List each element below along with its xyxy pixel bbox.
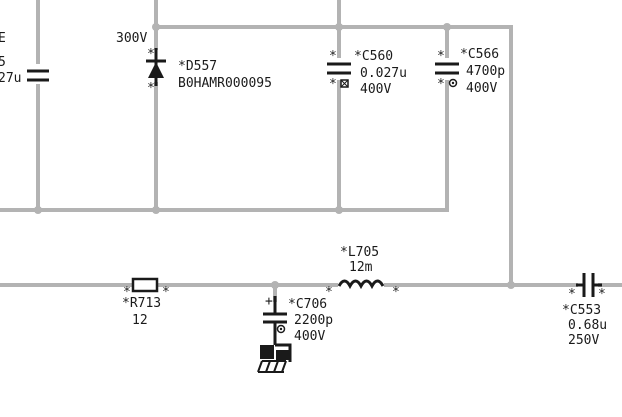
capacitor-c706 [263,296,287,345]
junction-dot [34,206,42,214]
pin-marker: * [392,285,400,300]
r713-value-label: 12 [132,313,148,328]
pin-marker: * [568,287,576,302]
capacitor-left [26,64,50,84]
polarity-marker: + [265,294,273,309]
resistor-r713 [131,277,159,293]
d557-part-label: B0HAMR000095 [178,76,272,91]
c553-ref-label: *C553 [562,303,601,318]
c553-value-label: 0.68u [568,318,607,333]
junction-dot [507,281,515,289]
pin-marker: * [123,285,131,300]
c566-value-label: 4700p [466,64,505,79]
pin-marker: * [147,47,155,62]
pin-marker: * [147,81,155,96]
left-fragment-label: 27u [0,71,21,86]
capacitor-c566 [434,58,460,88]
pin-marker: * [329,49,337,64]
wires [0,0,622,302]
d557-ref-label: *D557 [178,59,217,74]
left-fragment-label: E [0,31,6,46]
l705-ref-label: *L705 [340,245,379,260]
capacitor-c553 [576,272,602,298]
c560-ref-label: *C560 [354,49,393,64]
junction-dot [152,23,160,31]
r713-ref-label: *R713 [122,296,161,311]
voltage-300v-label: 300V [116,31,147,46]
component-labels: E 5 27u 300V *D557 B0HAMR000095 *C560 0.… [0,31,607,348]
junctions [34,23,515,289]
diode-d557 [144,48,168,86]
left-fragment-label: 5 [0,55,6,70]
pin-marker: * [437,77,445,92]
inductor-l705 [337,276,385,290]
pin-marker: * [162,285,170,300]
junction-dot [443,23,451,31]
junction-dot [152,206,160,214]
pin-marker: * [329,77,337,92]
c553-voltage-label: 250V [568,333,599,348]
c566-voltage-label: 400V [466,81,497,96]
c560-voltage-label: 400V [360,82,391,97]
c560-value-label: 0.027u [360,66,407,81]
pin-marker: * [325,285,333,300]
l705-value-label: 12m [349,260,373,275]
junction-dot [271,281,279,289]
capacitor-c560 [326,58,352,88]
junction-dot [335,23,343,31]
c706-ref-label: *C706 [288,297,327,312]
pin-markers: * * * * * * * * * * * * + [123,47,606,309]
pin-marker: * [598,287,606,302]
junction-dot [335,206,343,214]
ground-symbol [257,343,292,373]
pin-marker: * [437,49,445,64]
c566-ref-label: *C566 [460,47,499,62]
c706-value-label: 2200p [294,313,333,328]
c706-voltage-label: 400V [294,329,325,344]
